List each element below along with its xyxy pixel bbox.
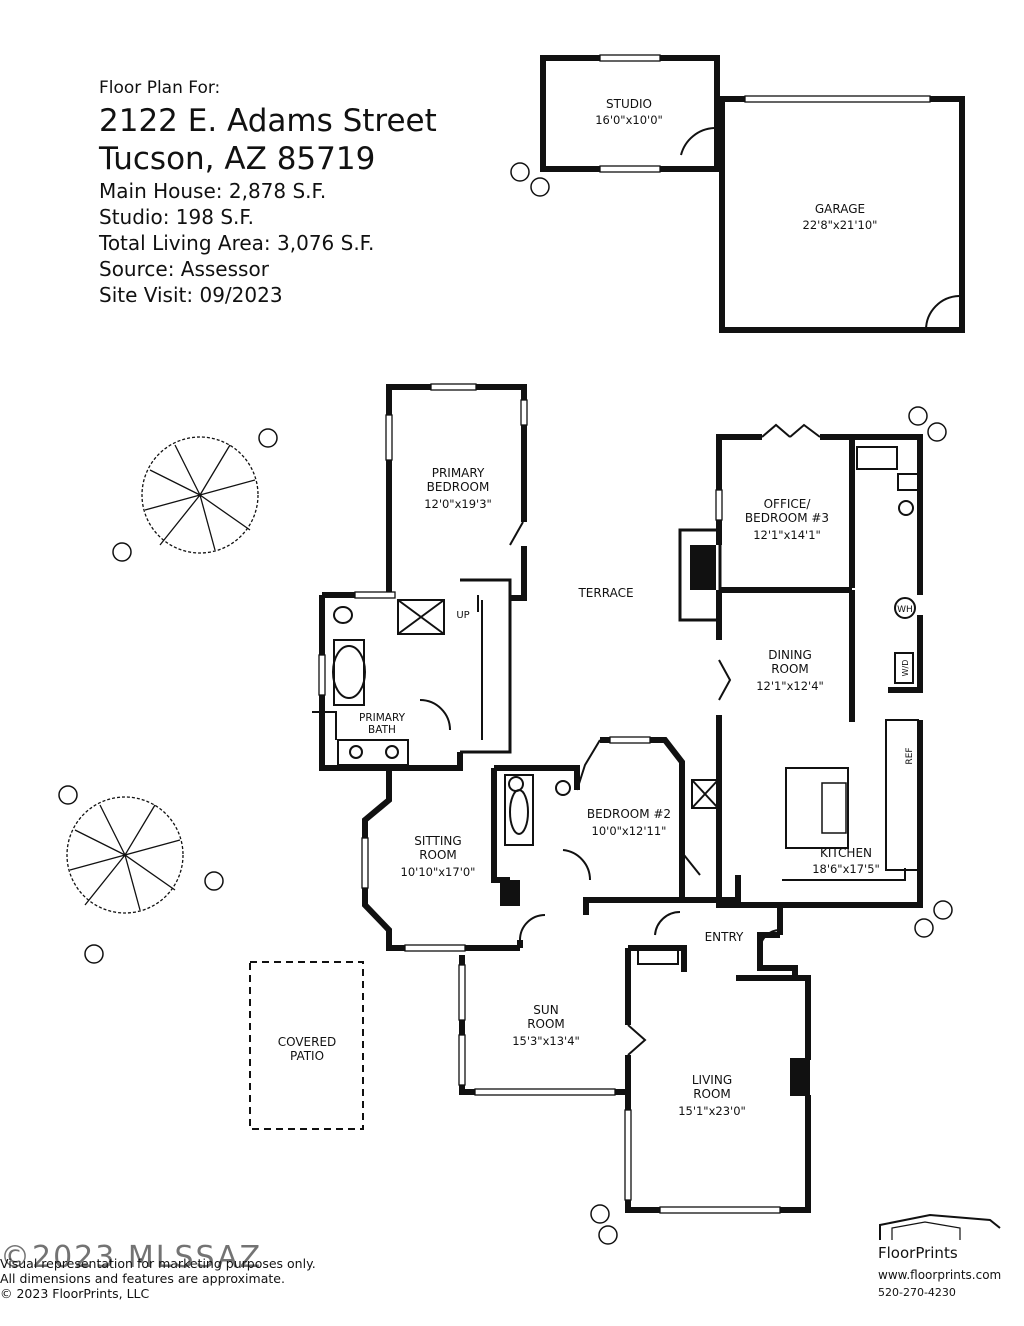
sun-label-2: ROOM [527, 1017, 565, 1031]
header-intro: Floor Plan For: [99, 78, 221, 98]
bedroom-2-label: BEDROOM #2 [587, 807, 671, 821]
kitchen-label: KITCHEN [820, 846, 872, 860]
primary-bath: UP [312, 578, 512, 771]
address-street: 2122 E. Adams Street [99, 103, 437, 139]
bedroom-2 [491, 736, 741, 915]
garage-label: GARAGE [815, 202, 865, 216]
studio-room [540, 54, 720, 173]
address-city: Tucson, AZ 85719 [99, 141, 376, 177]
disclaimer-line-1: Visual representation for marketing purp… [0, 1256, 316, 1271]
source: Source: Assessor [99, 257, 269, 281]
sun-room [458, 948, 647, 1096]
tree-icon [141, 436, 259, 554]
terrace-label: TERRACE [577, 586, 633, 600]
sun-label-1: SUN [533, 1003, 558, 1017]
washer-dryer-label: W/D [901, 660, 910, 677]
disclaimer-line-2: All dimensions and features are approxim… [0, 1271, 285, 1286]
office-label-1: OFFICE/ [764, 497, 812, 511]
sitting-label-1: SITTING [414, 834, 461, 848]
studio-area: Studio: 198 S.F. [99, 205, 255, 229]
brand-phone: 520-270-4230 [878, 1286, 956, 1299]
water-heater-label: WH [897, 605, 913, 615]
dining-label-1: DINING [768, 648, 812, 662]
patio-label-2: PATIO [290, 1049, 324, 1063]
living-room [624, 975, 811, 1214]
total-living-area: Total Living Area: 3,076 S.F. [99, 231, 375, 255]
tree-icon [66, 796, 184, 914]
primary-bedroom-label-1: PRIMARY [432, 466, 485, 480]
office-label-2: BEDROOM #3 [745, 511, 829, 525]
primary-bath-label-2: BATH [368, 724, 396, 736]
primary-bedroom-dim: 12'0"x19'3" [424, 497, 492, 511]
primary-bath-label-1: PRIMARY [359, 712, 406, 724]
kitchen-dim: 18'6"x17'5" [812, 862, 880, 876]
sitting-label-2: ROOM [419, 848, 457, 862]
dining-dim: 12'1"x12'4" [756, 679, 824, 693]
sitting-room [361, 768, 520, 952]
studio-dim: 16'0"x10'0" [595, 113, 663, 127]
living-label-2: ROOM [693, 1087, 731, 1101]
disclaimer-line-3: © 2023 FloorPrints, LLC [0, 1286, 150, 1301]
floorprints-logo-icon [879, 1213, 1001, 1240]
office-dim: 12'1"x14'1" [753, 528, 821, 542]
covered-patio [249, 961, 364, 1130]
studio-label: STUDIO [606, 97, 652, 111]
refrigerator-label: REF [905, 747, 915, 764]
brand-name: FloorPrints [878, 1244, 958, 1262]
living-label-1: LIVING [692, 1073, 732, 1087]
brand-url[interactable]: www.floorprints.com [878, 1268, 1002, 1282]
primary-bedroom-label-2: BEDROOM [427, 480, 490, 494]
mls-watermark: ©2023 MLSSAZ [0, 1240, 263, 1275]
plan-header: Floor Plan For: 2122 E. Adams Street Tuc… [99, 78, 437, 308]
brand-block: FloorPrints www.floorprints.com 520-270-… [878, 1214, 1018, 1299]
dining-kitchen: REF [678, 528, 923, 935]
bedroom-2-dim: 10'0"x12'11" [592, 824, 667, 838]
living-dim: 15'1"x23'0" [678, 1104, 746, 1118]
dining-label-2: ROOM [771, 662, 809, 676]
sitting-dim: 10'10"x17'0" [401, 865, 476, 879]
sun-dim: 15'3"x13'4" [512, 1034, 580, 1048]
main-house-area: Main House: 2,878 S.F. [99, 179, 327, 203]
stairs-up-label: UP [456, 610, 469, 621]
garage-room [719, 95, 965, 333]
primary-bedroom [385, 383, 528, 601]
shrub-icon [58, 162, 953, 1245]
site-visit: Site Visit: 09/2023 [99, 283, 283, 307]
entry [517, 902, 798, 975]
office-and-utility: WH W/D [715, 423, 923, 693]
entry-label: ENTRY [705, 930, 744, 944]
garage-dim: 22'8"x21'10" [803, 218, 878, 232]
disclaimer: Visual representation for marketing purp… [0, 1256, 316, 1301]
patio-label-1: COVERED [278, 1035, 337, 1049]
